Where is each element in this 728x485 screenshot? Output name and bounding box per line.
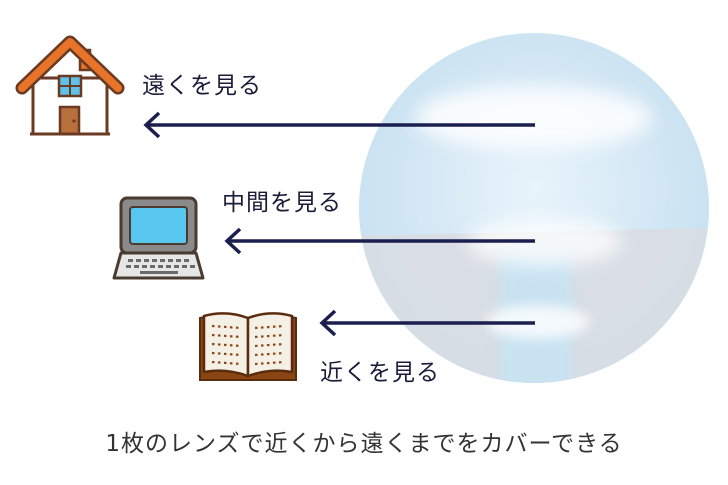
arrow-far bbox=[143, 111, 535, 139]
arrow-near bbox=[319, 309, 535, 337]
caption: 1枚のレンズで近くから遠くまでをカバーできる bbox=[105, 431, 623, 457]
open-book-icon bbox=[199, 312, 297, 381]
label-far: 遠くを見る bbox=[142, 73, 262, 99]
progressive-lens bbox=[359, 33, 709, 383]
house-icon bbox=[15, 35, 125, 136]
label-middle: 中間を見る bbox=[222, 190, 342, 216]
arrow-middle bbox=[224, 227, 535, 255]
label-near: 近くを見る bbox=[320, 360, 440, 386]
laptop-icon bbox=[112, 196, 205, 280]
